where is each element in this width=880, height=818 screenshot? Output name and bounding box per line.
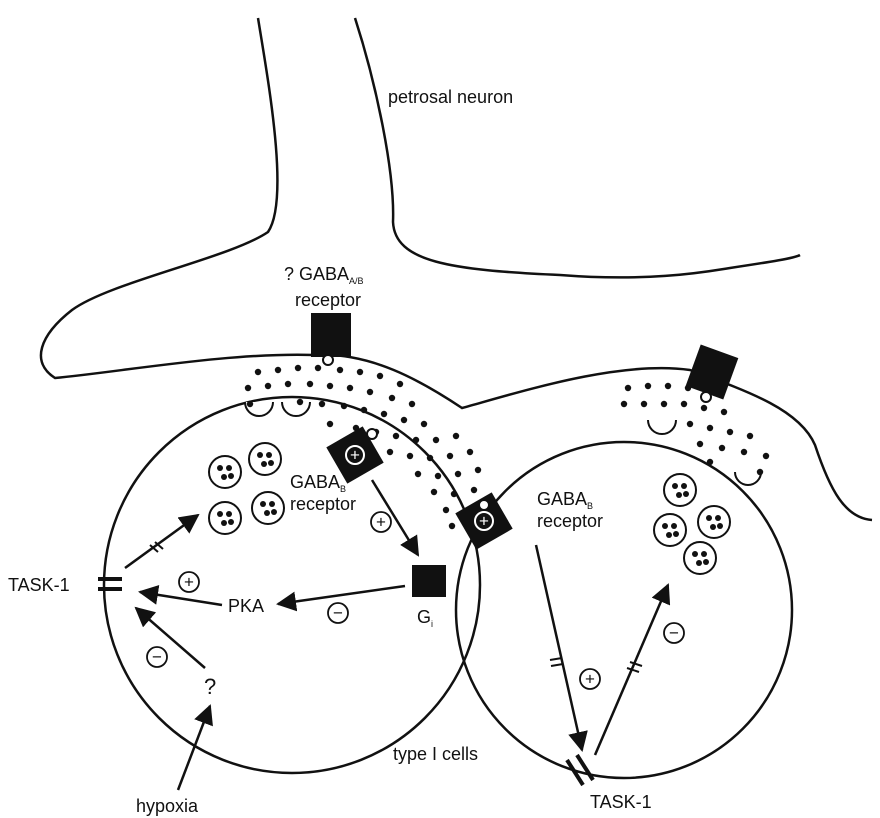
sign-minus-gi-pka: − — [333, 604, 343, 623]
label-gaba-b-left: GABAB — [290, 472, 346, 494]
gaba-ab-receptor-left — [311, 313, 351, 357]
arrow-pka-to-task1 — [140, 592, 222, 605]
label-hypoxia: hypoxia — [136, 796, 199, 816]
label-type-i-cells: type I cells — [393, 744, 478, 764]
sign-plus-pka-task1: + — [184, 573, 194, 592]
arrow-hypoxia-to-question — [178, 706, 210, 790]
label-gaba-b-right: GABAB — [537, 489, 593, 511]
gaba-binding-site-left — [323, 355, 333, 365]
label-receptor-left: receptor — [290, 494, 356, 514]
label-task1-right: TASK-1 — [590, 792, 652, 812]
gaba-ab-receptor-right — [686, 344, 739, 399]
label-receptor-right: receptor — [537, 511, 603, 531]
label-pka: PKA — [228, 596, 264, 616]
type-i-cell-right — [456, 442, 792, 778]
petrosal-neuron-outline-right — [355, 18, 800, 277]
sign-minus-question-task1: − — [152, 648, 162, 667]
gaba-b-receptor-right-plus: + — [479, 512, 489, 531]
arrow-break-marks — [150, 542, 642, 672]
gaba-binding-site-cell-left — [367, 429, 377, 439]
sign-plus-receptor-gi: + — [376, 513, 386, 532]
sign-minus-right-vesicles: − — [669, 624, 679, 643]
gaba-binding-site-right — [701, 392, 711, 402]
gaba-b-receptor-left-plus: + — [350, 446, 360, 465]
label-receptor-top: receptor — [295, 290, 361, 310]
sign-plus-right-task1: + — [585, 670, 595, 689]
arrow-task1-to-vesicles — [125, 515, 198, 568]
label-question: ? — [204, 674, 216, 699]
label-gi: Gi — [417, 607, 433, 629]
label-gaba-ab-receptor: ? GABAA/B — [284, 264, 364, 286]
gi-protein — [412, 565, 446, 597]
arrow-gi-to-pka — [278, 586, 405, 604]
label-petrosal-neuron: petrosal neuron — [388, 87, 513, 107]
task1-channel-left — [98, 579, 122, 589]
gaba-binding-site-cell-right — [479, 500, 489, 510]
arrow-receptor-right-to-task1 — [536, 545, 582, 750]
label-task1-left: TASK-1 — [8, 575, 70, 595]
